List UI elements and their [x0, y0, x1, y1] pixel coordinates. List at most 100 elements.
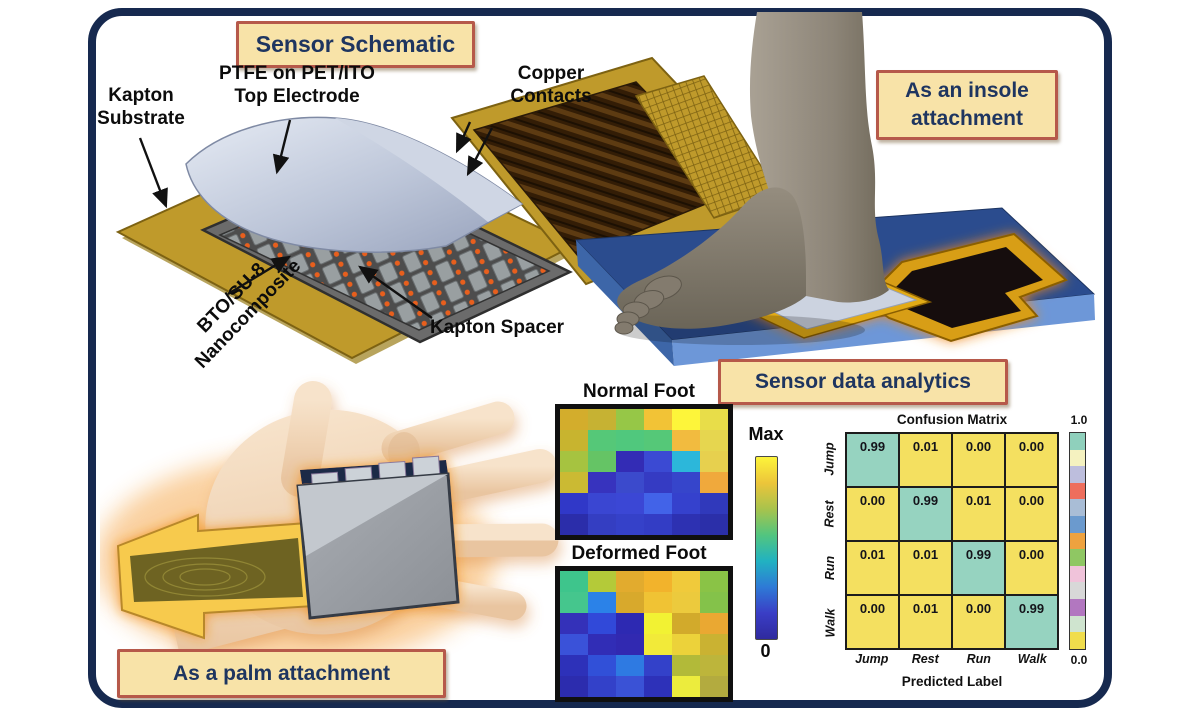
heatmap-cell: [644, 493, 672, 514]
heatmap-cell: [672, 655, 700, 676]
confusion-matrix-cell: 0.99: [899, 487, 952, 541]
matrix-col-label: Run: [966, 652, 991, 666]
confusion-matrix-cell: 0.99: [1005, 595, 1058, 649]
heatmap-cell: [644, 592, 672, 613]
heatmap-cell: [588, 493, 616, 514]
colorbar-segment: [1070, 516, 1085, 533]
confusion-matrix-cell: 0.01: [899, 433, 952, 487]
matrix-col-label: Rest: [911, 652, 939, 666]
heatmap-cell: [616, 592, 644, 613]
heatmap-cell: [616, 655, 644, 676]
heatmap-cell: [616, 676, 644, 697]
confusion-matrix-cell: 0.00: [846, 595, 899, 649]
caption-text: As an insole attachment: [905, 78, 1029, 130]
matrix-col-label: Jump: [855, 652, 889, 666]
matrix-col-label: Walk: [1017, 652, 1047, 666]
thumb: [281, 381, 332, 497]
heatmap-cell: [672, 592, 700, 613]
heatmap-cell: [616, 571, 644, 592]
heatmap-cell: [560, 676, 588, 697]
heatmap-cell: [616, 430, 644, 451]
heatmap-title-deformed-foot: Deformed Foot: [571, 543, 707, 564]
heatmap-cell: [616, 451, 644, 472]
heatmap-cell: [672, 613, 700, 634]
heatmap-cell: [560, 430, 588, 451]
heatmap-cell: [644, 472, 672, 493]
pressure-colorbar: [755, 456, 778, 640]
confusion-matrix-cell: 0.00: [952, 433, 1005, 487]
confusion-matrix-cell: 0.01: [899, 595, 952, 649]
heatmap-cell: [588, 634, 616, 655]
confusion-matrix-col-labels: Jump Rest Run Walk: [845, 652, 1059, 666]
heatmap-deformed-foot: [555, 566, 733, 702]
colorbar-segment: [1070, 549, 1085, 566]
colorbar-segment: [1070, 433, 1085, 450]
confusion-matrix-cell: 0.00: [846, 487, 899, 541]
heatmap-cell: [616, 493, 644, 514]
heatmap-cell: [700, 493, 728, 514]
heatmap-cell: [616, 634, 644, 655]
label-ptfe-top-electrode: PTFE on PET/ITO Top Electrode: [219, 63, 375, 108]
confusion-matrix-cell: 0.01: [846, 541, 899, 595]
heatmap-cell: [588, 430, 616, 451]
heatmap-cell: [700, 472, 728, 493]
heatmap-cell: [700, 592, 728, 613]
heatmap-cell: [644, 430, 672, 451]
heatmap-cell: [672, 430, 700, 451]
pressure-scale-min-label: 0: [760, 641, 771, 661]
heatmap-title-normal-foot: Normal Foot: [583, 381, 695, 402]
caption-sensor-schematic: Sensor Schematic: [236, 21, 475, 68]
heatmap-cell: [616, 613, 644, 634]
colorbar-max-label: 1.0: [1070, 413, 1088, 427]
heatmap-cell: [588, 472, 616, 493]
heatmap-cell: [644, 655, 672, 676]
heatmap-cell: [616, 514, 644, 535]
foot-insole-art: [574, 12, 1096, 366]
colorbar-segment: [1070, 482, 1085, 500]
heatmap-cell: [672, 514, 700, 535]
confusion-matrix-cell: 0.00: [1005, 541, 1058, 595]
confusion-matrix-cell: 0.99: [846, 433, 899, 487]
heatmap-cell: [700, 571, 728, 592]
heatmap-cell: [700, 451, 728, 472]
heatmap-cell: [560, 592, 588, 613]
heatmap-cell: [588, 592, 616, 613]
heatmap-cell: [560, 514, 588, 535]
heatmap-cell: [644, 634, 672, 655]
heatmap-cell: [644, 613, 672, 634]
palm-sensor: [116, 455, 460, 640]
colorbar-segment: [1070, 532, 1085, 550]
confusion-matrix-title: Confusion Matrix: [896, 412, 1008, 427]
colorbar-segment: [1070, 565, 1085, 583]
sensor-sheet-highlight: [298, 474, 448, 556]
confusion-matrix-cell: 0.01: [952, 487, 1005, 541]
heatmap-cell: [672, 472, 700, 493]
sensor-schematic-art: [115, 56, 790, 364]
heatmap-cell: [672, 676, 700, 697]
heatmap-cell: [616, 472, 644, 493]
heatmap-cell: [588, 571, 616, 592]
heatmap-cell: [700, 655, 728, 676]
heatmap-cell: [560, 493, 588, 514]
heatmap-cell: [700, 430, 728, 451]
heatmap-cell: [588, 613, 616, 634]
heatmap-cell: [588, 676, 616, 697]
heatmap-cell: [588, 451, 616, 472]
heatmap-cell: [560, 634, 588, 655]
confusion-matrix-cell: 0.00: [1005, 433, 1058, 487]
ptfe-sheet-fold: [335, 118, 522, 222]
caption-insole-attachment: As an insole attachment: [876, 70, 1058, 140]
colorbar-segment: [1070, 499, 1085, 517]
colorbar-segment: [1070, 449, 1085, 467]
heatmap-cell: [672, 493, 700, 514]
heatmap-cell: [588, 514, 616, 535]
colorbar-segment: [1070, 632, 1085, 649]
confusion-matrix-cell: 0.99: [952, 541, 1005, 595]
heatmap-cell: [700, 676, 728, 697]
heatmap-cell: [560, 571, 588, 592]
colorbar-segment: [1070, 599, 1085, 616]
toes: [614, 275, 682, 335]
